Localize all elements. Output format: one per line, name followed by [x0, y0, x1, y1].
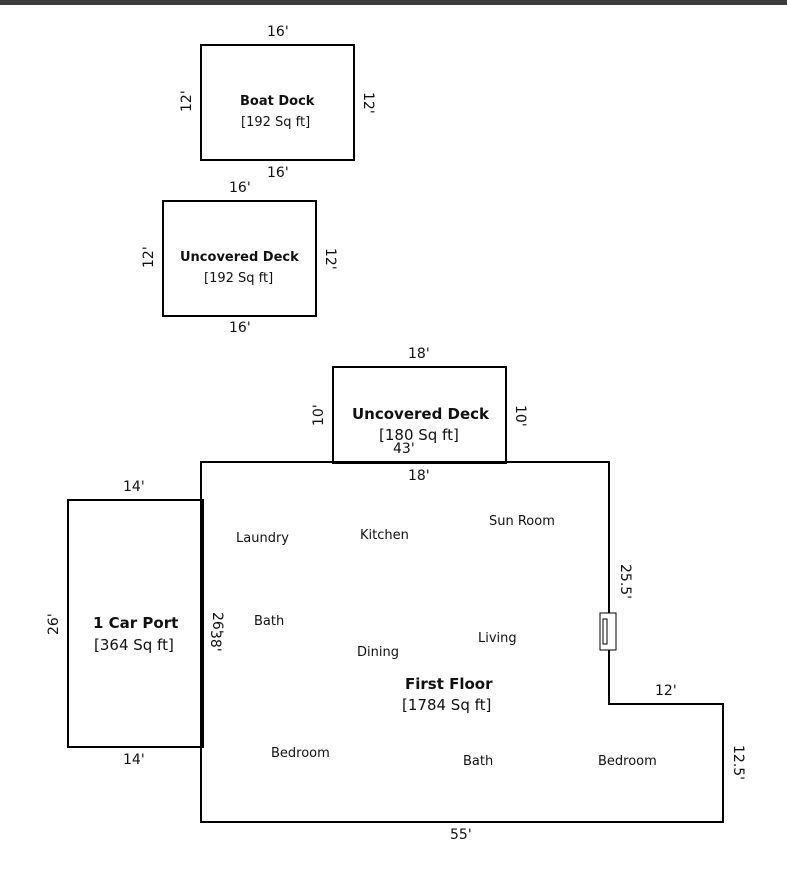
- room-label-kitchen: Kitchen: [360, 528, 409, 543]
- uncovered-deck-2-area: [180 Sq ft]: [379, 426, 459, 444]
- room-label-living: Living: [478, 631, 517, 646]
- first-floor-bottom-dim: 55': [450, 827, 472, 843]
- boat-dock-outline: [200, 44, 355, 161]
- room-label-bath: Bath: [254, 614, 285, 629]
- uncovered-deck-2-title: Uncovered Deck: [352, 405, 490, 423]
- first-floor-step-dim: 12': [655, 683, 677, 699]
- uncovered-deck-1-outline: [162, 200, 317, 317]
- room-label-bedroom-2: Bedroom: [598, 754, 657, 769]
- uncovered-deck-1-bottom-dim: 16': [229, 320, 251, 336]
- first-floor-top-dim: 43': [393, 441, 415, 457]
- boat-dock-title: Boat Dock: [240, 94, 315, 109]
- boat-dock-bottom-dim: 16': [267, 165, 289, 181]
- first-floor-area: [1784 Sq ft]: [402, 696, 492, 714]
- window-top-bar: [0, 0, 787, 5]
- car-port-outline: [67, 499, 204, 748]
- car-port-title: 1 Car Port: [93, 614, 179, 632]
- first-floor-left-dim: 38': [207, 630, 223, 652]
- room-label-dining: Dining: [357, 645, 399, 660]
- first-floor-title: First Floor: [405, 675, 493, 693]
- room-label-laundry: Laundry: [236, 531, 289, 546]
- uncovered-deck-2-bottom-dim: 18': [408, 468, 430, 484]
- fireplace-symbol: [599, 612, 617, 651]
- uncovered-deck-1-area: [192 Sq ft]: [204, 271, 274, 286]
- room-label-bath-2: Bath: [463, 754, 494, 769]
- uncovered-deck-1-title: Uncovered Deck: [180, 250, 299, 265]
- boat-dock-top-dim: 16': [267, 24, 289, 40]
- room-label-bedroom: Bedroom: [271, 746, 330, 761]
- first-floor-outline: [200, 461, 724, 823]
- uncovered-deck-2-top-dim: 18': [408, 346, 430, 362]
- car-port-area: [364 Sq ft]: [94, 636, 174, 654]
- first-floor-right-upper-dim: 25.5': [617, 564, 633, 600]
- car-port-bottom-dim: 14': [123, 752, 145, 768]
- car-port-top-dim: 14': [123, 479, 145, 495]
- boat-dock-area: [192 Sq ft]: [241, 115, 311, 130]
- uncovered-deck-1-top-dim: 16': [229, 180, 251, 196]
- room-label-sun-room: Sun Room: [489, 514, 555, 529]
- first-floor-right-lower-dim: 12.5': [730, 745, 746, 781]
